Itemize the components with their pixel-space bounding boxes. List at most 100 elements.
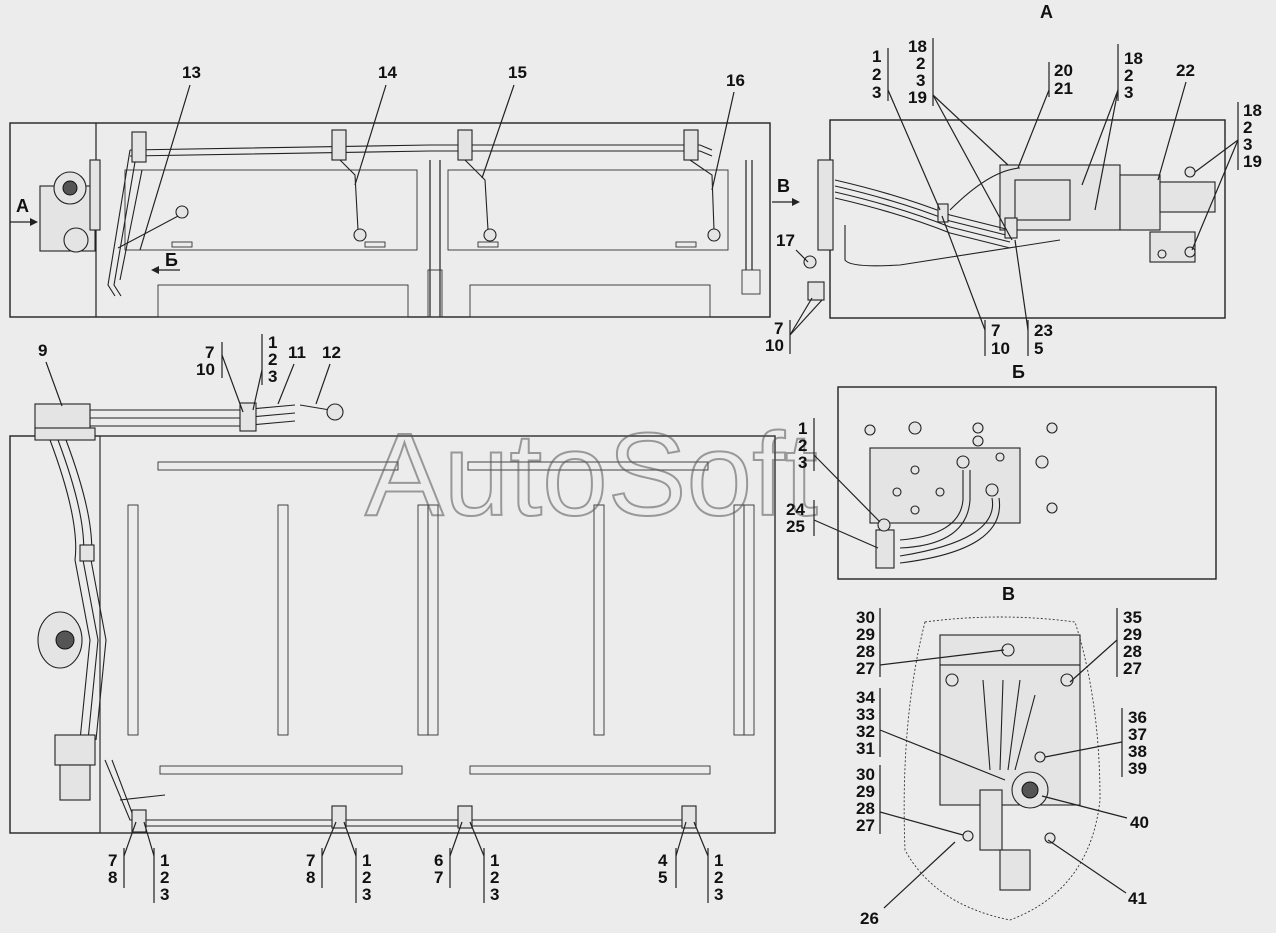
callout-13: 13 <box>139 63 201 251</box>
main-plan-view <box>9 402 776 834</box>
callout-12: 12 <box>315 343 341 405</box>
svg-text:12: 12 <box>322 343 341 362</box>
callout-a-22: 22 <box>1157 61 1195 181</box>
callout-a-17: 17 <box>776 231 809 263</box>
svg-text:5: 5 <box>1034 339 1043 358</box>
callout-main-1-2-3-top: 1 2 3 <box>252 333 277 411</box>
svg-text:28: 28 <box>1123 642 1142 661</box>
view-b <box>837 386 1217 580</box>
svg-text:7: 7 <box>434 868 443 887</box>
svg-text:3: 3 <box>362 885 371 904</box>
callout-14: 14 <box>354 63 397 186</box>
callout-bottom-6-7: 6 7 <box>434 821 463 888</box>
svg-text:7: 7 <box>108 851 117 870</box>
svg-text:35: 35 <box>1123 608 1142 627</box>
svg-text:18: 18 <box>908 37 927 56</box>
callout-v-41: 41 <box>1047 839 1147 908</box>
arrow-v-right: В <box>772 176 800 206</box>
svg-text:2: 2 <box>1124 66 1133 85</box>
callout-b-1-2-3: 1 2 3 <box>798 418 881 523</box>
callout-bottom-1-2-3-d: 1 2 3 <box>693 821 723 904</box>
svg-text:2: 2 <box>160 868 169 887</box>
svg-text:18: 18 <box>1124 49 1143 68</box>
svg-text:1: 1 <box>160 851 169 870</box>
callout-9: 9 <box>38 341 63 407</box>
callout-11: 11 <box>277 343 306 405</box>
callout-bottom-7-8-a: 7 8 <box>108 821 137 888</box>
svg-text:41: 41 <box>1128 889 1147 908</box>
svg-text:29: 29 <box>1123 625 1142 644</box>
svg-text:3: 3 <box>490 885 499 904</box>
svg-text:5: 5 <box>658 868 667 887</box>
svg-text:1: 1 <box>872 47 881 66</box>
callout-bottom-1-2-3-a: 1 2 3 <box>143 821 169 904</box>
svg-text:1: 1 <box>490 851 499 870</box>
svg-text:21: 21 <box>1054 79 1073 98</box>
callout-bottom-4-5: 4 5 <box>658 821 687 888</box>
svg-text:10: 10 <box>991 339 1010 358</box>
svg-text:28: 28 <box>856 799 875 818</box>
callout-v-34-33-32-31: 34 33 32 31 <box>856 688 1006 781</box>
svg-text:2: 2 <box>798 436 807 455</box>
svg-text:34: 34 <box>856 688 875 707</box>
svg-text:29: 29 <box>856 625 875 644</box>
svg-text:22: 22 <box>1176 61 1195 80</box>
svg-text:3: 3 <box>916 71 925 90</box>
callout-main-7-10: 7 10 <box>196 342 244 413</box>
callout-v-30-29-28-27-bottom: 30 29 28 27 <box>856 765 964 836</box>
callout-bottom-1-2-3-c: 1 2 3 <box>469 821 499 904</box>
svg-text:2: 2 <box>872 65 881 84</box>
svg-text:В: В <box>777 176 790 196</box>
svg-text:7: 7 <box>774 319 783 338</box>
svg-text:10: 10 <box>765 336 784 355</box>
svg-text:29: 29 <box>856 782 875 801</box>
svg-text:17: 17 <box>776 231 795 250</box>
svg-text:28: 28 <box>856 642 875 661</box>
svg-text:9: 9 <box>38 341 47 360</box>
callout-a-right-18-2-3-19: 18 2 3 19 <box>1191 101 1262 251</box>
callout-v-35-29-28-27: 35 29 28 27 <box>1069 608 1142 683</box>
callout-a-18-2-3-19: 18 2 3 19 <box>908 37 1013 241</box>
svg-text:26: 26 <box>860 909 879 928</box>
svg-text:39: 39 <box>1128 759 1147 778</box>
svg-text:27: 27 <box>856 659 875 678</box>
callout-v-40: 40 <box>1041 795 1149 832</box>
svg-text:2: 2 <box>916 54 925 73</box>
callout-bottom-7-8-b: 7 8 <box>306 821 337 888</box>
svg-text:14: 14 <box>378 63 397 82</box>
svg-text:Б: Б <box>165 250 178 270</box>
svg-text:2: 2 <box>714 868 723 887</box>
svg-text:40: 40 <box>1130 813 1149 832</box>
svg-text:2: 2 <box>490 868 499 887</box>
svg-text:30: 30 <box>856 765 875 784</box>
callout-a-20-21: 20 21 <box>1017 61 1073 169</box>
svg-text:7: 7 <box>306 851 315 870</box>
svg-text:10: 10 <box>196 360 215 379</box>
svg-text:15: 15 <box>508 63 527 82</box>
callout-a-23-5: 23 5 <box>1014 239 1053 358</box>
svg-text:4: 4 <box>658 851 668 870</box>
svg-text:16: 16 <box>726 71 745 90</box>
svg-text:27: 27 <box>1123 659 1142 678</box>
callout-16: 16 <box>711 71 745 191</box>
svg-text:3: 3 <box>1124 83 1133 102</box>
arrow-a-left: А <box>10 196 38 226</box>
svg-text:3: 3 <box>268 367 277 386</box>
svg-text:11: 11 <box>288 343 306 362</box>
svg-text:А: А <box>16 196 29 216</box>
view-v-title: В <box>1002 584 1015 604</box>
callout-v-26: 26 <box>860 841 956 928</box>
callout-a-7-10-left: 7 10 <box>765 297 823 355</box>
callout-b-24-25: 24 25 <box>786 500 879 549</box>
svg-text:30: 30 <box>856 608 875 627</box>
svg-text:7: 7 <box>991 321 1000 340</box>
svg-text:3: 3 <box>798 453 807 472</box>
svg-text:1: 1 <box>268 333 277 352</box>
view-b-title: Б <box>1012 362 1025 382</box>
svg-text:6: 6 <box>434 851 443 870</box>
svg-text:37: 37 <box>1128 725 1147 744</box>
svg-text:3: 3 <box>1243 135 1252 154</box>
svg-text:13: 13 <box>182 63 201 82</box>
svg-text:18: 18 <box>1243 101 1262 120</box>
